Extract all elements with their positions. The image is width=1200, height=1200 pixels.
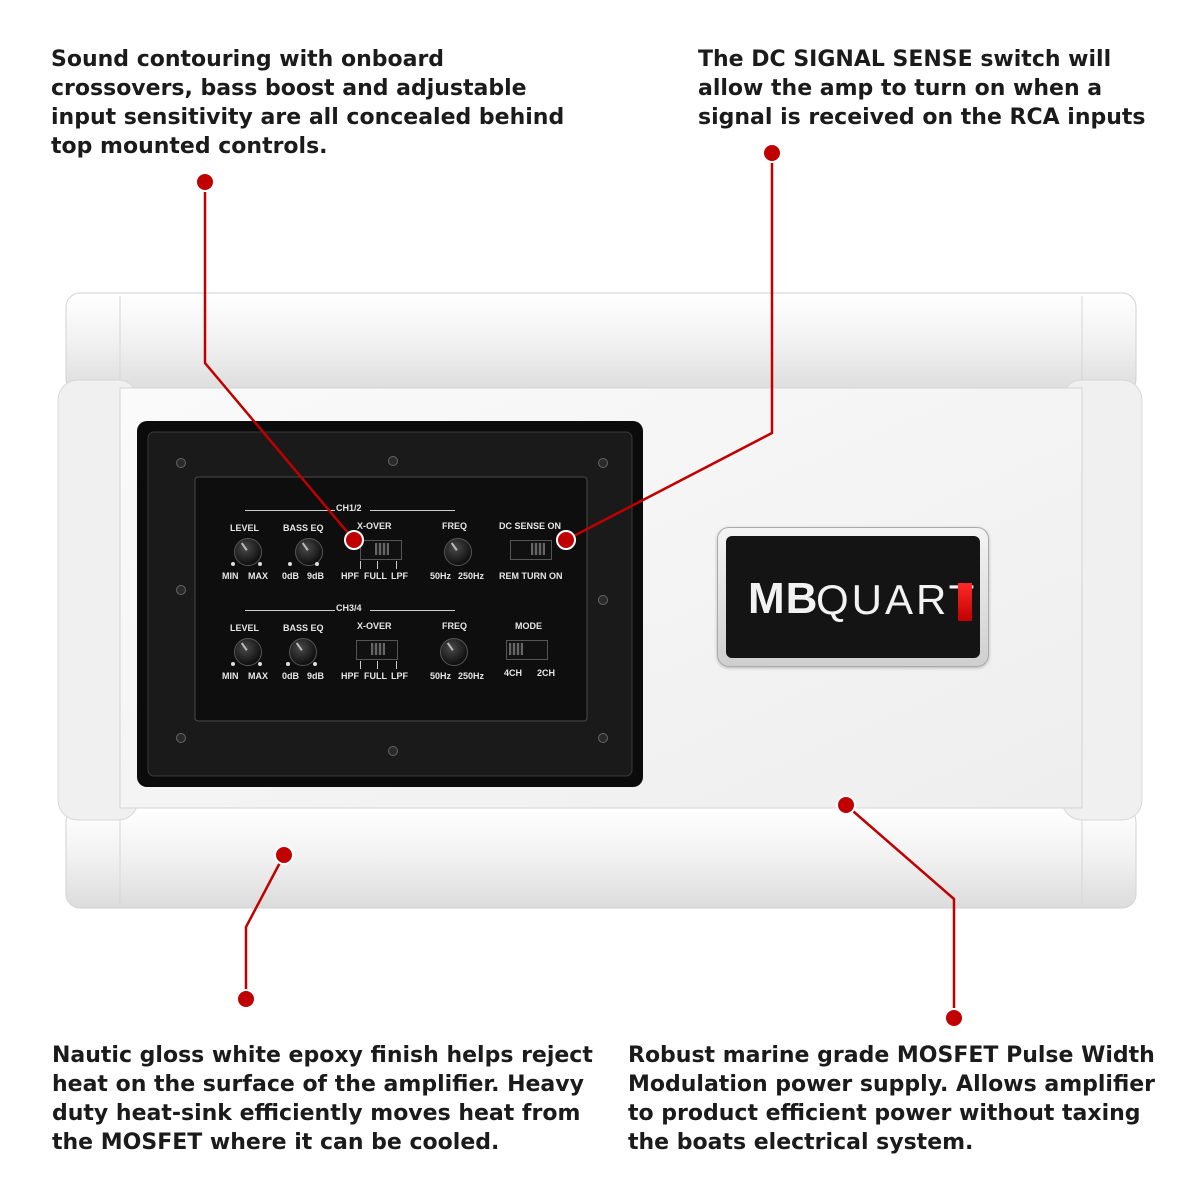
brand-badge: MB QUART [717,527,989,667]
screw-icon [176,585,186,595]
min-label: MIN [222,571,239,581]
mode-label: MODE [515,621,542,631]
brand-quart: QUART [816,576,978,623]
tick [377,561,378,569]
min-label: MIN [222,671,239,681]
callout-mosfet-supply: Robust marine grade MOSFET Pulse Width M… [628,1043,1156,1155]
nine-db-dot [313,662,317,666]
brand-mb: MB [748,574,819,623]
min-dot [231,562,235,566]
screw-icon [598,733,608,743]
freq-label: FREQ [442,521,468,531]
hpf-label: HPF [341,671,359,681]
hpf-label: HPF [341,571,359,581]
divider [245,510,335,511]
max-label: MAX [248,571,268,581]
bass-eq-knob-ch34[interactable] [289,638,317,666]
min-dot [231,662,235,666]
max-dot [258,662,262,666]
dc-sense-switch[interactable] [510,540,552,560]
full-label: FULL [364,571,387,581]
nine-db-label: 9dB [307,571,325,581]
hz50-label: 50Hz [430,571,452,581]
lpf-label: LPF [391,671,408,681]
tick [360,661,361,669]
callout-epoxy-finish: Nautic gloss white epoxy finish helps re… [52,1043,593,1155]
bass-eq-knob-ch12[interactable] [295,538,323,566]
bass-eq-label: BASS EQ [283,623,324,633]
zero-db-label: 0dB [282,671,300,681]
xover-label: X-OVER [357,521,392,531]
nine-db-label: 9dB [307,671,325,681]
callout-dc-signal-sense: The DC SIGNAL SENSE switch will allow th… [698,47,1146,130]
mode-switch[interactable] [506,640,548,660]
level-label: LEVEL [230,623,260,633]
xover-switch-ch12[interactable] [360,540,402,560]
callout-crossover-controls: Sound contouring with onboard crossovers… [51,47,565,159]
channel-label-ch12: CH1/2 [336,503,362,513]
ch2-label: 2CH [537,668,556,678]
brand-red-mark [958,583,972,621]
screw-icon [598,595,608,605]
screw-icon [176,733,186,743]
rem-turn-on-label: REM TURN ON [499,571,563,581]
level-label: LEVEL [230,523,260,533]
hz50-label: 50Hz [430,671,452,681]
dc-sense-on-label: DC SENSE ON [499,521,562,531]
zero-db-dot [286,662,290,666]
screw-icon [598,458,608,468]
divider [370,610,455,611]
bass-eq-label: BASS EQ [283,523,324,533]
max-label: MAX [248,671,268,681]
xover-switch-ch34[interactable] [356,640,398,660]
ch4-label: 4CH [504,668,523,678]
brand-plate: MB QUART [726,536,980,658]
tick [396,561,397,569]
level-knob-ch34[interactable] [234,638,262,666]
screw-icon [388,746,398,756]
screw-icon [388,456,398,466]
full-label: FULL [364,671,387,681]
zero-db-label: 0dB [282,571,300,581]
tick [377,661,378,669]
nine-db-dot [315,562,319,566]
screw-icon [176,458,186,468]
freq-label: FREQ [442,621,468,631]
freq-knob-ch34[interactable] [440,638,468,666]
channel-label-ch34: CH3/4 [336,603,362,613]
hz250-label: 250Hz [458,571,485,581]
max-dot [258,562,262,566]
freq-knob-ch12[interactable] [444,538,472,566]
xover-label: X-OVER [357,621,392,631]
tick [396,661,397,669]
lpf-label: LPF [391,571,408,581]
level-knob-ch12[interactable] [234,538,262,566]
divider [245,610,335,611]
hz250-label: 250Hz [458,671,485,681]
tick [360,561,361,569]
zero-db-dot [288,562,292,566]
divider [370,510,455,511]
